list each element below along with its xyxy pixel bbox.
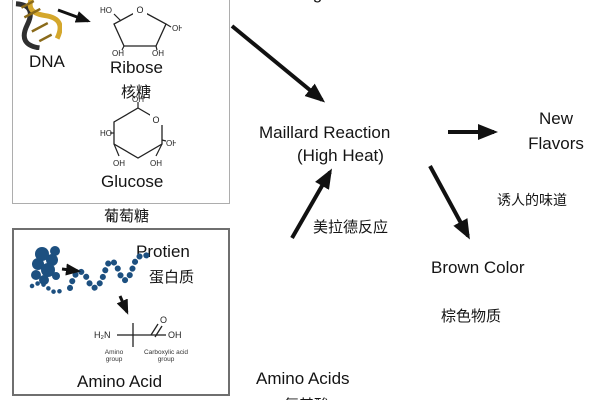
ribose-label: Ribose [110,58,163,77]
ribose-oh-right: OH [172,24,182,33]
amino-group-caption: Amino group [104,349,124,364]
cutoff-top-label: Sugars [292,0,346,4]
high-heat-label: (High Heat) [297,146,384,165]
amino-acid-label: Amino Acid [77,372,163,391]
glucose-oh-bl: OH [113,159,125,168]
brown-color-label-cn: 棕色物质 [441,308,502,325]
ribose-ho: HO [100,6,112,15]
protein-label: Protien [136,242,190,261]
glucose-label: Glucose [101,172,164,191]
amino-o: O [160,315,167,325]
sugars-box [12,0,230,204]
ribose-ring-o: O [136,5,143,15]
amino-acids-label-cn: 氨基酸 [284,394,329,400]
glucose-oh-br: OH [150,159,162,168]
protein-label-cn: 蛋白质 [149,269,195,286]
ribose-oh-br: OH [152,49,164,56]
arrow-reaction-to-brown-color [428,165,470,240]
protein-chain-icon [67,252,155,291]
dna-label: DNA [29,52,65,71]
maillard-reaction-label: Maillard Reaction [259,123,391,142]
amino-acids-label: Amino Acids [256,369,350,388]
amino-oh: OH [168,330,182,340]
new-flavors-label: New Flavors [528,109,584,153]
ribose-oh-bl: OH [112,49,124,56]
amino-h2n: H₂N [94,330,111,340]
ribose-structure: O HO OH OH OH [100,3,182,56]
brown-color-label: Brown Color [431,258,525,277]
glucose-label-cn: 葡萄糖 [104,208,150,225]
dna-icon [15,0,62,50]
carboxyl-group-caption: Carboxylic acid group [143,349,189,364]
ribose-label-cn: 核糖 [121,84,152,101]
glucose-oh-top: OH [132,96,144,104]
glucose-ho-left: HO [100,129,112,138]
glucose-structure: O OH HO OH OH OH [100,96,176,168]
protein-blob-icon [29,246,67,295]
glucose-ring-o: O [152,115,159,125]
amino-acid-structure: H₂N O OH [94,315,182,347]
maillard-reaction-label-cn: 美拉德反应 [313,219,389,236]
new-flavors-label-cn: 诱人的味道 [497,192,567,208]
glucose-oh-right: OH [166,139,176,148]
arrow-sugars-to-reaction [230,24,326,103]
